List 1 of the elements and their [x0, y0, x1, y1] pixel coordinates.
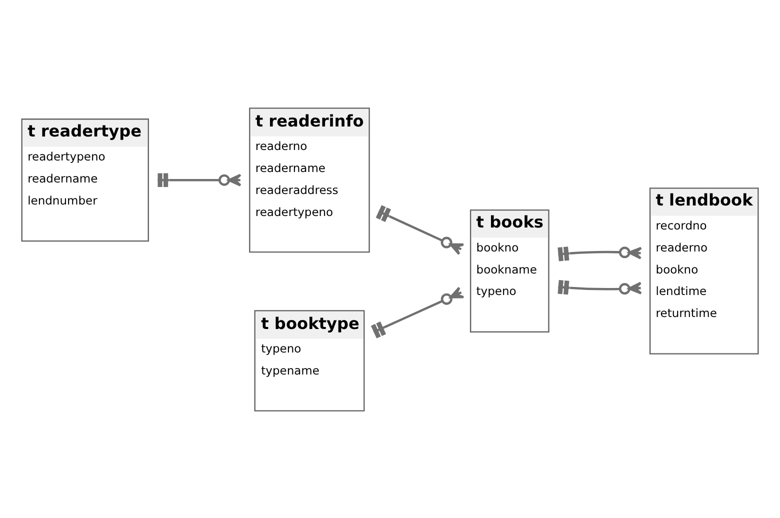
- connector: [370, 286, 465, 338]
